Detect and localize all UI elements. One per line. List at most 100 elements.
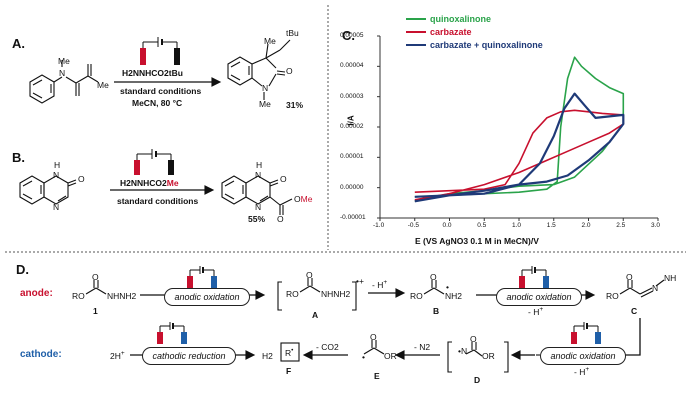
atom-n-b3: N	[255, 170, 262, 180]
minus-h-2: - H+	[528, 306, 544, 317]
atom-or-d: OR	[482, 351, 495, 361]
atom-o-e: O	[370, 332, 377, 342]
electrode-icon-d4	[157, 322, 187, 344]
y-tick-label: 0.00004	[340, 62, 364, 70]
y-tick-label: -0.00001	[340, 214, 366, 221]
atom-h-b: H	[54, 160, 61, 170]
legend-combined: carbazate + quinoxalinone	[430, 40, 543, 50]
electrode-icon-d1	[187, 266, 217, 288]
electrode-icon-b	[134, 149, 174, 175]
radical-dot-b: •	[446, 282, 449, 292]
atom-nh2-b: NH2	[445, 291, 463, 301]
minus-n2: - N2	[414, 342, 431, 352]
panel-label-d: D.	[16, 262, 29, 277]
atom-o-b2: O	[280, 174, 287, 184]
atom-o-bb: O	[430, 272, 437, 282]
atom-or-e: OR	[384, 351, 397, 361]
radical-dot-e: •	[362, 352, 365, 362]
atom-me-top: Me	[58, 56, 70, 66]
x-tick-label: 0.5	[477, 222, 487, 229]
atom-o-d: O	[470, 334, 477, 344]
compound-d: D	[474, 375, 481, 385]
yield-b: 55%	[248, 214, 266, 224]
x-tick-label: 1.5	[546, 222, 556, 229]
pill-anodic-3: anodic oxidation	[540, 347, 626, 365]
atom-n: N	[59, 68, 66, 78]
reagent-b: H2NNHCO2Me	[120, 178, 179, 188]
y-tick-label: 0.00002	[340, 123, 364, 130]
x-tick-label: -0.5	[407, 222, 419, 229]
atom-o-b1: O	[78, 174, 85, 184]
series-line-1	[414, 109, 625, 201]
panel-a-structures	[29, 39, 291, 104]
panel-label-b: B.	[12, 150, 25, 165]
y-tick-label: 0.00005	[340, 32, 364, 39]
conditions-a-2: MeCN, 80 °C	[132, 98, 183, 108]
minus-h-3: - H+	[574, 366, 590, 377]
atom-o-c: O	[626, 272, 633, 282]
compound-e: E	[374, 371, 380, 381]
conditions-b: standard conditions	[117, 196, 199, 206]
radical-r: R•	[285, 347, 294, 358]
cv-chart	[377, 18, 659, 221]
atom-me-right: Me	[97, 80, 109, 90]
atom-nhnh2-a: NHNH2	[321, 289, 351, 299]
atom-n-b2: N	[53, 202, 60, 212]
atom-o-b3: O	[277, 214, 284, 224]
atom-n-b4: N	[255, 202, 262, 212]
x-tick-label: 1.0	[512, 222, 522, 229]
electrode-icon-d3	[571, 322, 601, 344]
cathode-label: cathode:	[20, 349, 62, 360]
electrode-icon-a	[140, 37, 180, 65]
compound-1: 1	[93, 306, 98, 316]
atom-ome: OMe	[294, 194, 313, 204]
atom-tbu: tBu	[286, 28, 299, 38]
atom-ring-n: N	[262, 83, 269, 93]
atom-ring-me: Me	[259, 99, 271, 109]
h2-product: H2	[262, 351, 273, 361]
panel-b-structures	[19, 175, 293, 215]
compound-b: B	[433, 306, 440, 316]
atom-o-a: O	[286, 66, 293, 76]
anode-label: anode:	[20, 288, 53, 299]
series-line-2	[414, 92, 625, 203]
compound-c: C	[631, 306, 638, 316]
y-tick-label: 0.00001	[340, 153, 364, 161]
atom-ro-c: RO	[606, 291, 619, 301]
atom-o-a2: O	[306, 270, 313, 280]
pill-cathodic: cathodic reduction	[142, 347, 236, 365]
atom-n-c: N	[652, 283, 659, 293]
panel-label-a: A.	[12, 36, 25, 51]
legend-quinoxalinone: quinoxalinone	[430, 14, 492, 24]
atom-n-b1: N	[53, 170, 60, 180]
panel-label-c: C.	[342, 28, 355, 43]
minus-co2: - CO2	[316, 342, 339, 352]
compound-f: F	[286, 366, 292, 376]
atom-h-b2: H	[256, 160, 263, 170]
pill-anodic-1: anodic oxidation	[164, 288, 250, 306]
two-h-plus: 2H+	[110, 350, 125, 361]
electrode-icon-d2	[519, 266, 549, 288]
atom-nh-c: NH	[664, 273, 677, 283]
x-tick-label: 0.0	[442, 222, 452, 229]
atom-me-c3: Me	[264, 36, 276, 46]
x-tick-label: 3.0	[651, 222, 661, 229]
atom-ro-b: RO	[410, 291, 423, 301]
x-tick-label: -1.0	[373, 222, 385, 229]
series-line-0	[414, 56, 625, 203]
atom-o-1: O	[92, 272, 99, 282]
pill-anodic-2: anodic oxidation	[496, 288, 582, 306]
atom-n-d1: •N	[458, 346, 468, 356]
x-tick-label: 2.5	[616, 222, 626, 229]
atom-ro-a: RO	[286, 289, 299, 299]
legend-carbazate: carbazate	[430, 27, 472, 37]
minus-h-1: - H+	[372, 279, 388, 290]
conditions-a-1: standard conditions	[120, 86, 202, 96]
x-tick-label: 2.0	[581, 222, 591, 229]
compound-a: A	[312, 310, 319, 320]
reagent-a: H2NNHCO2tBu	[122, 68, 183, 78]
atom-nhnh2-1: NHNH2	[107, 291, 137, 301]
y-tick-label: 0.00003	[340, 92, 364, 100]
y-tick-label: 0.00000	[340, 183, 364, 191]
